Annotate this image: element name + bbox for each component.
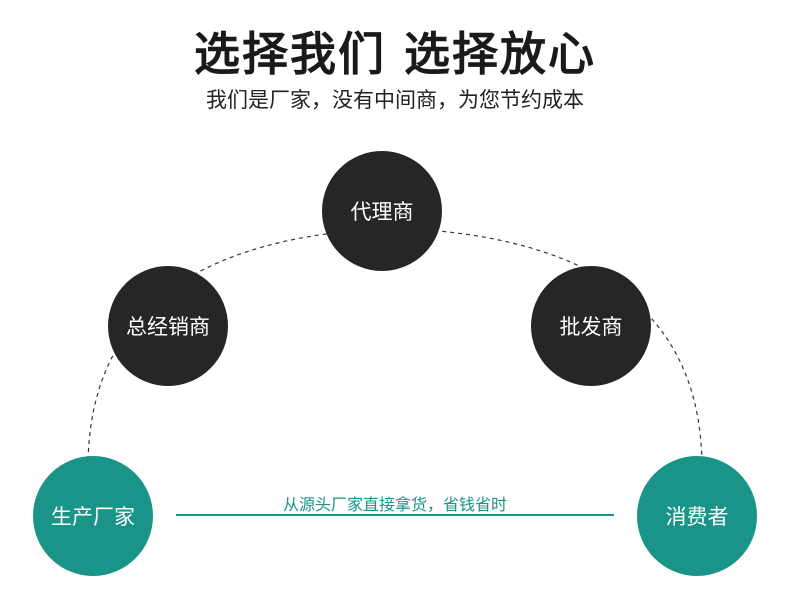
page-subtitle: 我们是厂家，没有中间商，为您节约成本	[206, 88, 584, 112]
node-manufacturer-label: 生产厂家	[51, 505, 135, 529]
node-consumer-label: 消费者	[665, 505, 729, 529]
page-title: 选择我们 选择放心	[193, 27, 596, 81]
direct-route-label: 从源头厂家直接拿货，省钱省时	[282, 495, 507, 514]
node-agent-label: 代理商	[350, 200, 414, 224]
node-general-distributor: 总经销商	[108, 266, 228, 386]
node-agent: 代理商	[322, 151, 442, 271]
node-wholesaler: 批发商	[531, 266, 651, 386]
direct-route-line	[176, 514, 614, 516]
node-general-distributor-label: 总经销商	[126, 315, 210, 339]
node-manufacturer: 生产厂家	[33, 456, 153, 576]
node-wholesaler-label: 批发商	[559, 315, 623, 339]
node-consumer: 消费者	[637, 456, 757, 576]
